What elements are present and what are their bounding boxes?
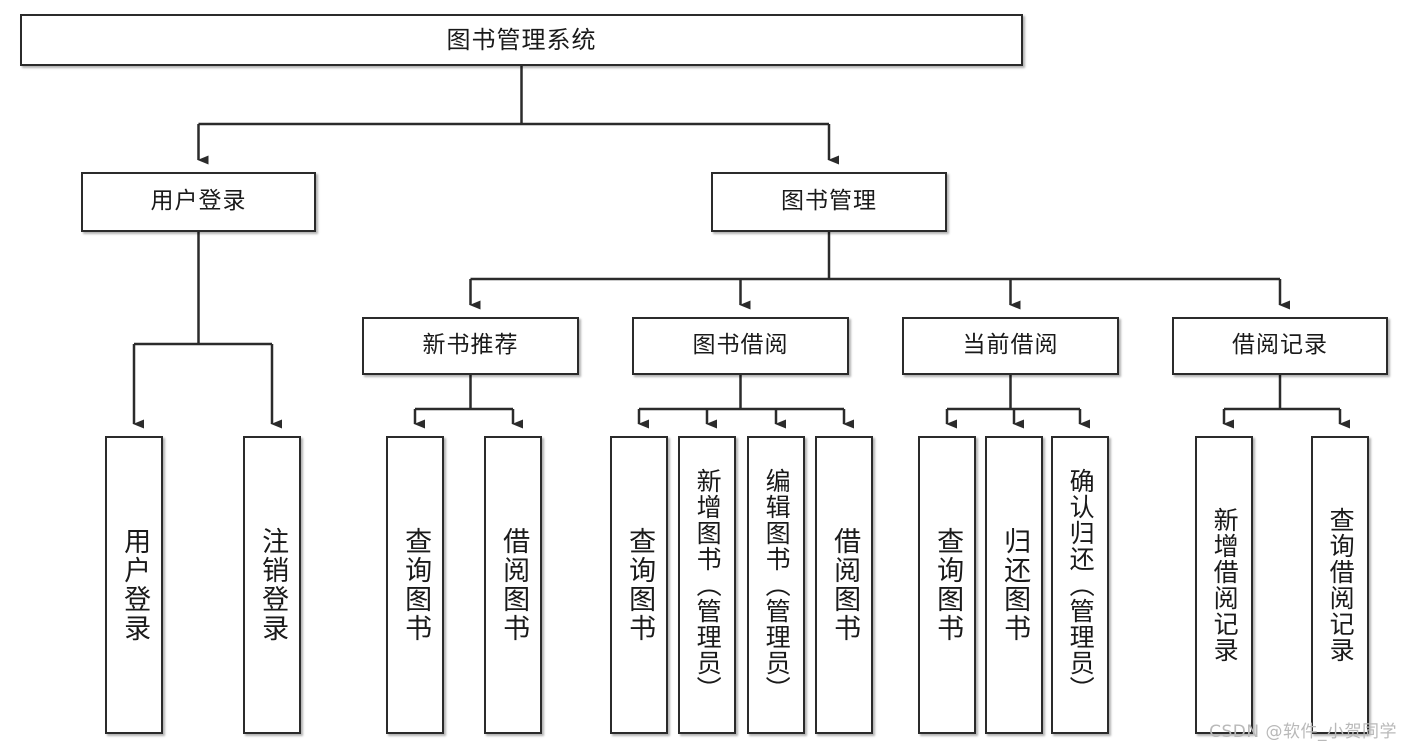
- node-root[interactable]: 图书管理系统: [20, 14, 1023, 66]
- node-leaf-confirm-return-admin[interactable]: 确认归还（管理员）: [1051, 436, 1109, 734]
- node-new-book-recommend[interactable]: 新书推荐: [362, 317, 579, 375]
- node-leaf-logout-login[interactable]: 注销登录: [243, 436, 301, 734]
- node-user-login[interactable]: 用户登录: [81, 172, 316, 232]
- node-label-leaf-query-book-1: 查询图书: [400, 527, 432, 643]
- node-book-manage[interactable]: 图书管理: [711, 172, 947, 232]
- node-label-leaf-user-login: 用户登录: [119, 527, 151, 643]
- node-leaf-query-borrow-record[interactable]: 查询借阅记录: [1311, 436, 1369, 734]
- node-label-leaf-edit-book-admin: 编辑图书（管理员）: [762, 468, 792, 702]
- node-leaf-query-book-1[interactable]: 查询图书: [386, 436, 444, 734]
- node-label-leaf-borrow-book-2: 借阅图书: [829, 527, 861, 643]
- node-label-book-borrow: 图书借阅: [692, 332, 789, 359]
- node-label-leaf-return-book: 归还图书: [999, 527, 1031, 643]
- node-label-borrow-record: 借阅记录: [1232, 332, 1328, 359]
- node-leaf-add-book-admin[interactable]: 新增图书（管理员）: [678, 436, 736, 734]
- node-leaf-return-book[interactable]: 归还图书: [985, 436, 1043, 734]
- node-label-new-book-recommend: 新书推荐: [422, 332, 519, 359]
- node-leaf-query-book-3[interactable]: 查询图书: [918, 436, 976, 734]
- node-label-root: 图书管理系统: [446, 25, 597, 54]
- node-leaf-query-book-2[interactable]: 查询图书: [610, 436, 668, 734]
- node-label-leaf-borrow-book-1: 借阅图书: [498, 527, 530, 643]
- node-label-leaf-add-book-admin: 新增图书（管理员）: [693, 468, 723, 702]
- node-label-leaf-confirm-return-admin: 确认归还（管理员）: [1066, 468, 1096, 702]
- node-leaf-user-login[interactable]: 用户登录: [105, 436, 163, 734]
- node-label-leaf-add-borrow-record: 新增借阅记录: [1210, 507, 1240, 663]
- node-label-leaf-query-book-2: 查询图书: [624, 527, 656, 643]
- node-borrow-record[interactable]: 借阅记录: [1172, 317, 1388, 375]
- node-leaf-edit-book-admin[interactable]: 编辑图书（管理员）: [747, 436, 805, 734]
- node-label-leaf-query-book-3: 查询图书: [932, 527, 964, 643]
- node-book-borrow[interactable]: 图书借阅: [632, 317, 849, 375]
- node-label-leaf-query-borrow-record: 查询借阅记录: [1326, 507, 1356, 663]
- watermark-text: CSDN @软件_小贺同学: [1209, 722, 1397, 742]
- node-label-book-manage: 图书管理: [781, 188, 877, 215]
- node-leaf-borrow-book-2[interactable]: 借阅图书: [815, 436, 873, 734]
- node-leaf-add-borrow-record[interactable]: 新增借阅记录: [1195, 436, 1253, 734]
- node-leaf-borrow-book-1[interactable]: 借阅图书: [484, 436, 542, 734]
- node-label-leaf-logout-login: 注销登录: [257, 527, 289, 643]
- node-current-borrow[interactable]: 当前借阅: [902, 317, 1119, 375]
- node-label-current-borrow: 当前借阅: [962, 332, 1059, 359]
- node-label-user-login: 用户登录: [150, 188, 247, 215]
